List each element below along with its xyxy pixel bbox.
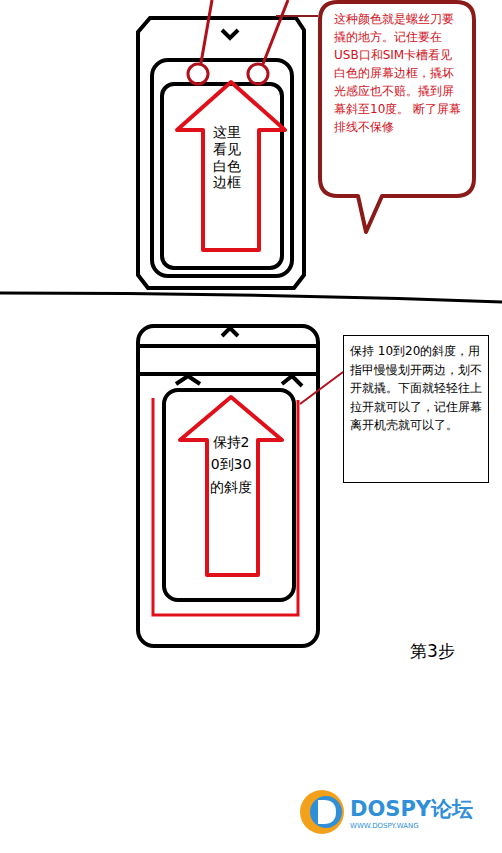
note-text: 保持 10到20的斜度，用指甲慢慢划开两边，划不开就撬。下面就轻轻往上拉开就可以… xyxy=(350,342,482,435)
arrow-label: 这里看见白色边框 xyxy=(213,124,241,191)
watermark-logo xyxy=(300,790,344,834)
red-arrow-outline xyxy=(180,397,282,575)
pry-outline xyxy=(153,398,298,615)
step-label: 第3步 xyxy=(410,640,455,663)
leader-line xyxy=(300,372,343,404)
bottom-phone xyxy=(138,326,318,646)
top-phone xyxy=(138,18,304,288)
watermark-url: WWW.DOSPY.WANG xyxy=(350,822,419,830)
separator xyxy=(0,293,502,302)
speech-bubble: 这种颜色就是螺丝刀要撬的地方。记住要在USB口和SIM卡槽看见白色的屏幕边框，撬… xyxy=(316,0,478,236)
red-arrow-outline xyxy=(177,82,285,250)
arrow-shape: 保持20到30的斜度 xyxy=(178,395,284,577)
watermark-text: DOSPY论坛 xyxy=(350,795,473,823)
arrow-label: 保持20到30的斜度 xyxy=(210,431,252,498)
speech-bubble-outline xyxy=(320,2,474,232)
arrow-shape: 这里看见白色边框 xyxy=(175,80,287,252)
note-box: 保持 10到20的斜度，用指甲慢慢划开两边，划不开就撬。下面就轻轻往上拉开就可以… xyxy=(343,335,489,483)
leader-line xyxy=(276,15,318,17)
pry-points xyxy=(188,0,288,84)
callout-text: 这种颜色就是螺丝刀要撬的地方。记住要在USB口和SIM卡槽看见白色的屏幕边框，撬… xyxy=(334,10,462,136)
